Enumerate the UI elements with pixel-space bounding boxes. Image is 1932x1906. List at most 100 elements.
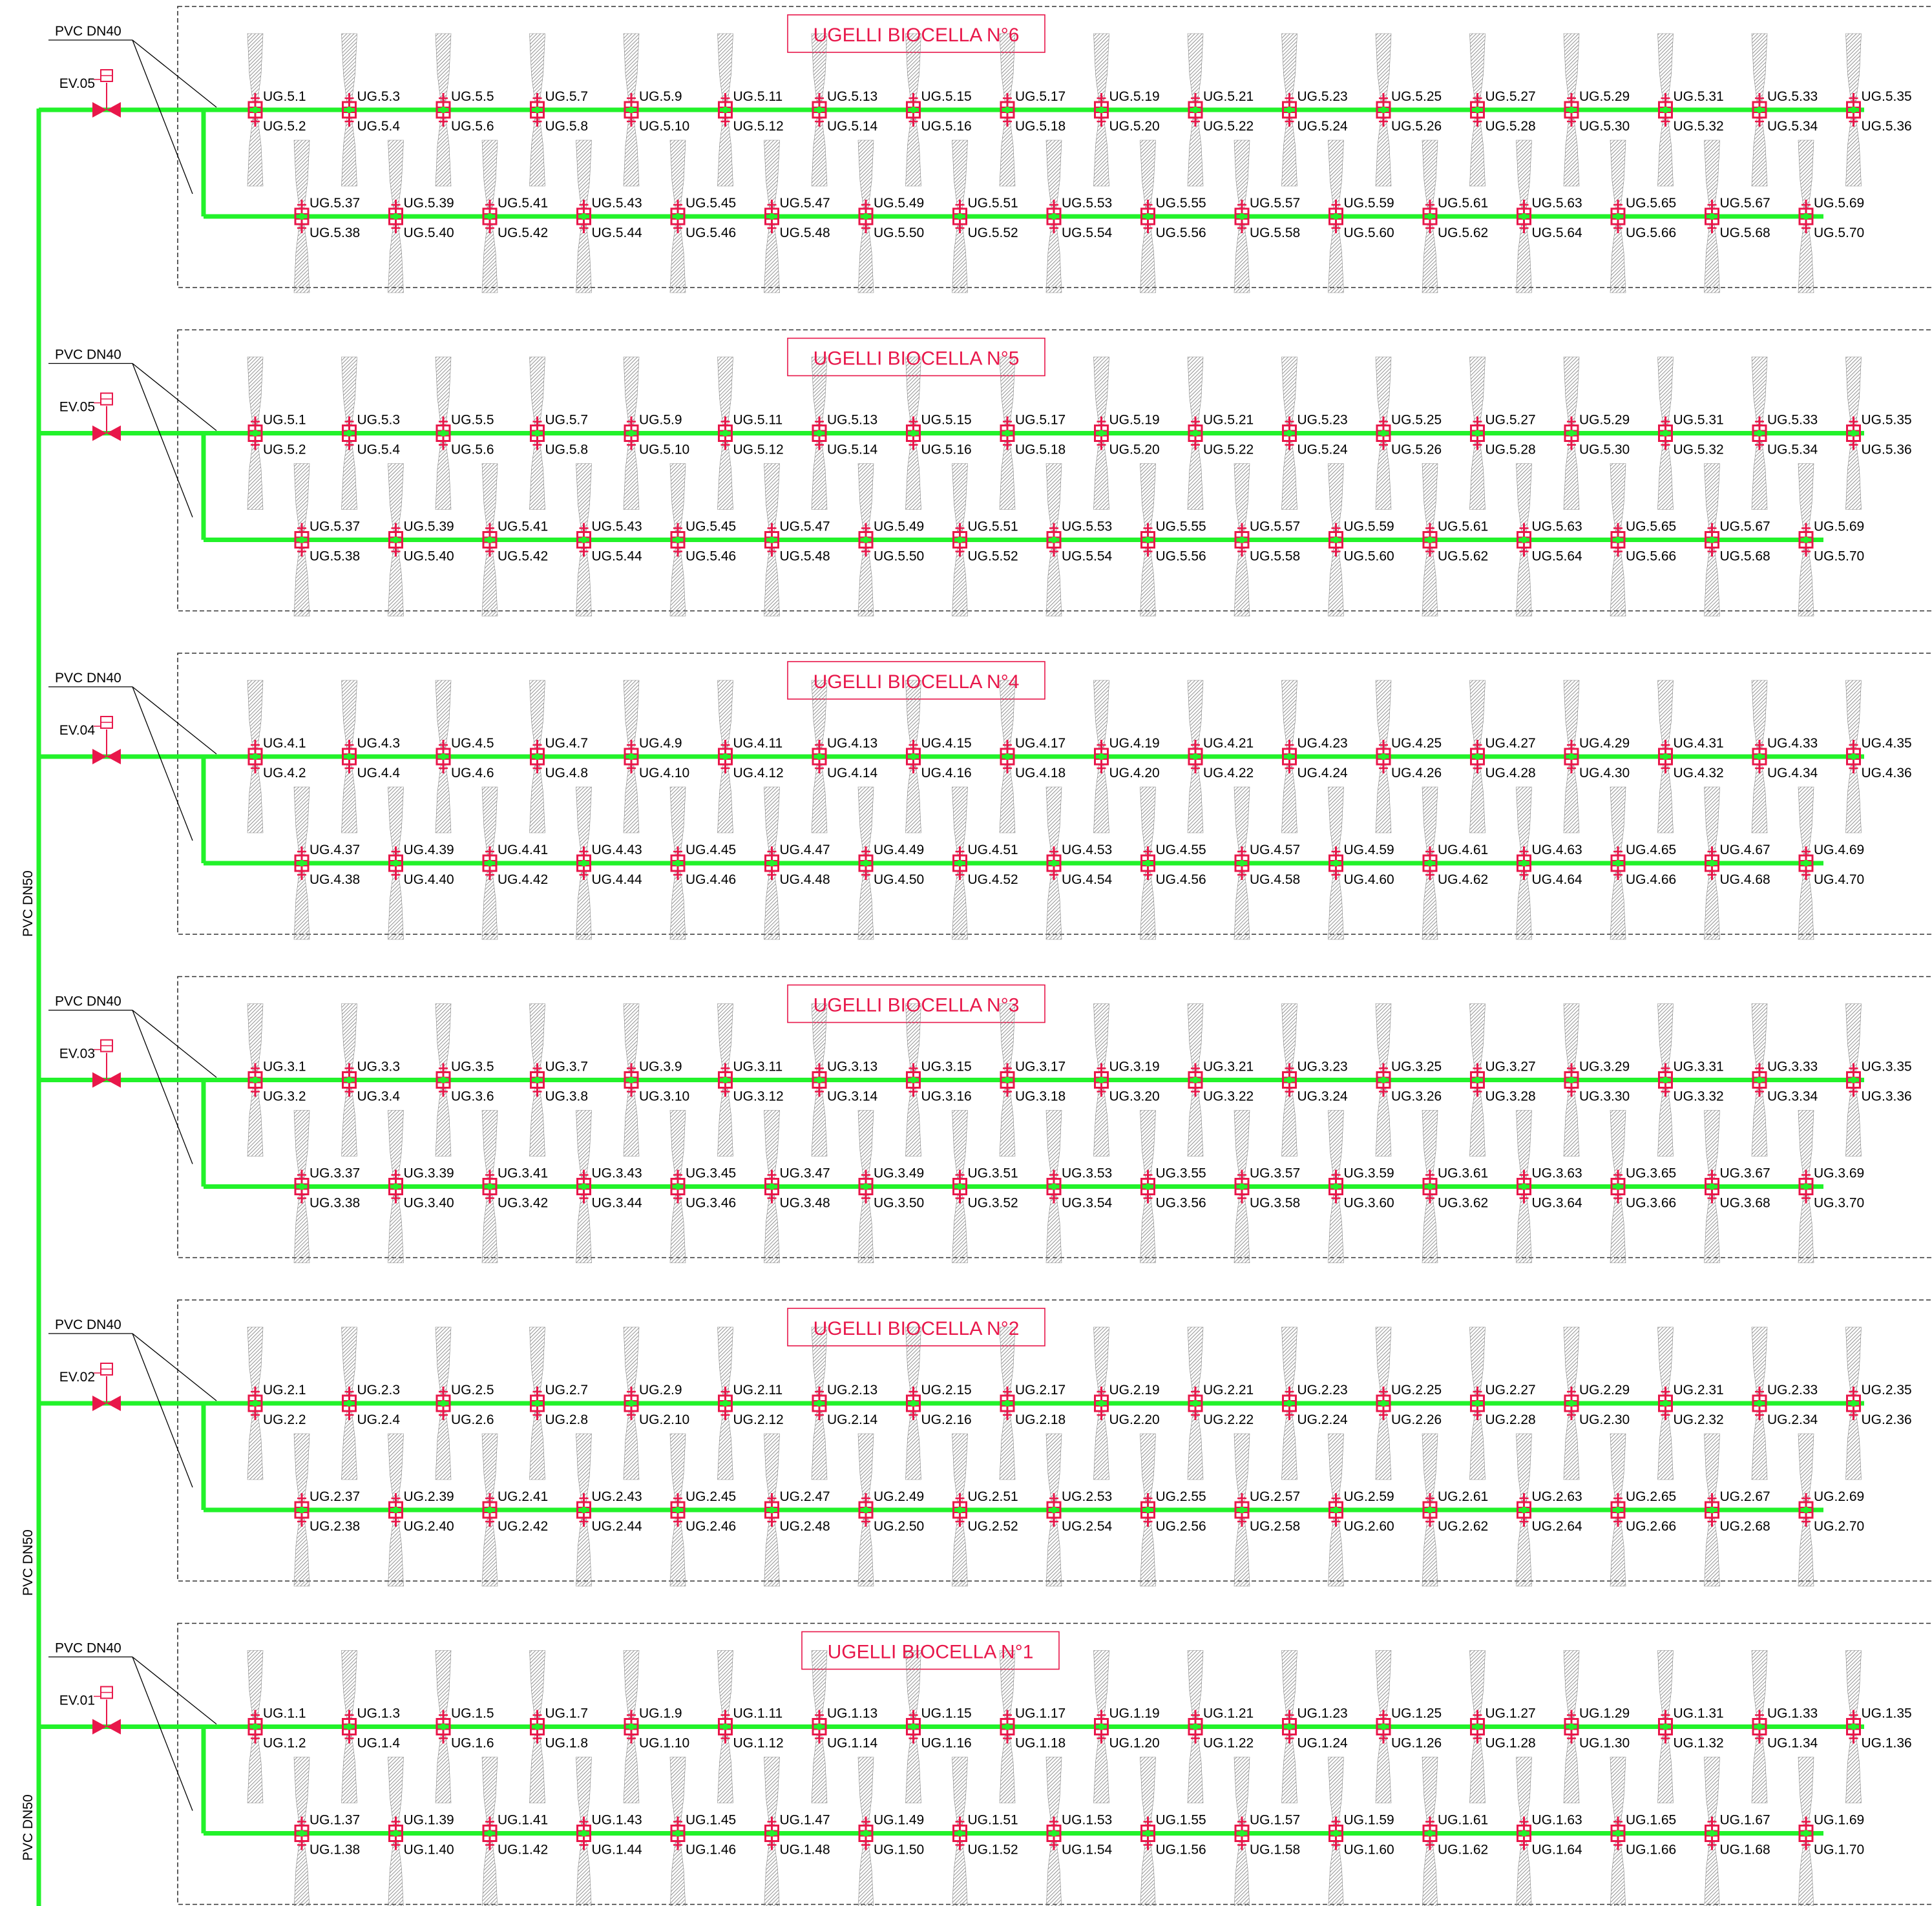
spray-pattern-icon — [1328, 140, 1344, 208]
spray-pattern-icon — [1281, 765, 1297, 833]
nozzle-icon — [247, 740, 263, 773]
nozzle-label-top: UG.3.59 — [1344, 1166, 1394, 1181]
spray-pattern-icon — [341, 680, 357, 748]
spray-pattern-icon — [435, 680, 452, 748]
nozzle-icon — [294, 1169, 310, 1204]
nozzle-label-top: UG.5.19 — [1109, 89, 1160, 104]
nozzle-label-top: UG.4.29 — [1579, 736, 1630, 751]
spray-pattern-icon — [1657, 680, 1674, 748]
spray-pattern-icon — [481, 1518, 498, 1587]
nozzle-label-top: UG.3.69 — [1814, 1166, 1864, 1181]
nozzle-icon — [1282, 1710, 1297, 1744]
spray-pattern-icon — [529, 357, 545, 424]
nozzle-label-top: UG.2.43 — [592, 1489, 642, 1504]
nozzle-label-top: UG.2.35 — [1862, 1383, 1912, 1398]
nozzle-icon — [1517, 200, 1531, 233]
nozzle-label-top: UG.3.15 — [921, 1060, 972, 1074]
nozzle-icon — [1376, 1710, 1391, 1744]
nozzle-label-top: UG.1.35 — [1862, 1706, 1912, 1721]
nozzle-icon — [1846, 1387, 1861, 1420]
nozzle-label-bottom: UG.5.18 — [1015, 119, 1066, 134]
spray-pattern-icon — [1187, 680, 1204, 748]
spray-pattern-icon — [1563, 118, 1580, 187]
nozzle-icon — [1000, 416, 1015, 450]
nozzle-label-top: UG.2.7 — [545, 1383, 589, 1398]
spray-pattern-icon — [1187, 765, 1204, 833]
nozzle-icon — [576, 523, 591, 557]
nozzle-icon — [1376, 740, 1391, 773]
spray-pattern-icon — [1610, 140, 1626, 208]
spray-pattern-icon — [481, 1195, 498, 1263]
nozzle-label-top: UG.5.13 — [827, 413, 877, 428]
nozzle-label-bottom: UG.4.66 — [1626, 872, 1676, 887]
nozzle-label-top: UG.2.45 — [686, 1489, 736, 1504]
spray-pattern-icon — [623, 1003, 640, 1071]
spray-pattern-icon — [905, 33, 921, 101]
nozzle-label-top: UG.5.67 — [1720, 519, 1770, 534]
nozzle-icon — [1094, 1063, 1109, 1097]
nozzle-label-bottom: UG.3.48 — [780, 1196, 830, 1211]
nozzle-icon — [1798, 523, 1814, 557]
spray-pattern-icon — [576, 463, 592, 531]
nozzle-label-top: UG.2.21 — [1203, 1383, 1254, 1398]
spray-pattern-icon — [435, 357, 452, 424]
spray-pattern-icon — [1093, 1412, 1109, 1480]
spray-pattern-icon — [388, 1433, 404, 1502]
spray-pattern-icon — [1422, 1110, 1438, 1178]
nozzle-label-top: UG.3.13 — [827, 1060, 877, 1074]
nozzle-label-bottom: UG.5.30 — [1579, 119, 1630, 134]
spray-pattern-icon — [1751, 357, 1768, 424]
nozzle-icon — [1610, 200, 1626, 233]
spray-pattern-icon — [1328, 463, 1344, 531]
nozzle-label-top: UG.2.63 — [1532, 1489, 1582, 1504]
spray-pattern-icon — [1328, 225, 1344, 293]
spray-pattern-icon — [952, 1433, 968, 1502]
nozzle-icon — [718, 1063, 733, 1097]
spray-pattern-icon — [717, 1003, 733, 1071]
nozzle-icon — [670, 200, 686, 233]
spray-pattern-icon — [623, 765, 640, 833]
nozzle-label-bottom: UG.2.38 — [310, 1519, 360, 1534]
nozzle-label-bottom: UG.2.2 — [263, 1412, 306, 1427]
spray-pattern-icon — [1328, 786, 1344, 855]
spray-pattern-icon — [247, 357, 264, 424]
nozzle-icon — [482, 200, 498, 233]
spray-pattern-icon — [623, 118, 640, 187]
nozzle-icon — [670, 846, 686, 880]
nozzle-label-top: UG.2.23 — [1297, 1383, 1348, 1398]
spray-pattern-icon — [1798, 872, 1814, 940]
spray-pattern-icon — [1751, 442, 1768, 510]
nozzle-label-bottom: UG.1.50 — [874, 1843, 924, 1858]
main-pipe-label: PVC DN50 — [21, 1794, 36, 1861]
nozzle-icon — [1188, 1710, 1203, 1744]
spray-pattern-icon — [1093, 118, 1109, 187]
nozzle-label-bottom: UG.3.28 — [1486, 1089, 1536, 1104]
nozzle-label-bottom: UG.5.62 — [1438, 549, 1488, 564]
spray-pattern-icon — [1187, 442, 1204, 510]
nozzle-label-top: UG.4.11 — [733, 736, 783, 751]
spray-pattern-icon — [1845, 1412, 1862, 1480]
nozzle-label-top: UG.3.3 — [357, 1060, 401, 1074]
nozzle-icon — [1798, 846, 1814, 880]
valve-label: EV.05 — [59, 76, 95, 91]
nozzle-label-bottom: UG.3.58 — [1250, 1196, 1300, 1211]
nozzle-icon — [1517, 1493, 1531, 1527]
spray-pattern-icon — [435, 33, 452, 101]
nozzle-label-top: UG.5.17 — [1015, 413, 1066, 428]
spray-pattern-icon — [669, 1518, 686, 1587]
nozzle-label-top: UG.1.9 — [639, 1706, 682, 1721]
valve-label: EV.01 — [59, 1693, 95, 1708]
spray-pattern-icon — [341, 442, 357, 510]
nozzle-label-bottom: UG.5.34 — [1767, 119, 1818, 134]
spray-pattern-icon — [1469, 1089, 1486, 1157]
nozzle-icon — [1422, 846, 1438, 880]
spray-pattern-icon — [1751, 1735, 1768, 1803]
spray-pattern-icon — [764, 1195, 780, 1263]
nozzle-label-bottom: UG.1.12 — [733, 1736, 784, 1751]
spray-pattern-icon — [669, 225, 686, 293]
nozzle-label-top: UG.4.43 — [592, 843, 642, 857]
spray-pattern-icon — [1045, 872, 1062, 940]
nozzle-label-top: UG.5.7 — [545, 89, 589, 104]
nozzle-icon — [1705, 200, 1719, 233]
nozzle-icon — [1470, 1710, 1485, 1744]
